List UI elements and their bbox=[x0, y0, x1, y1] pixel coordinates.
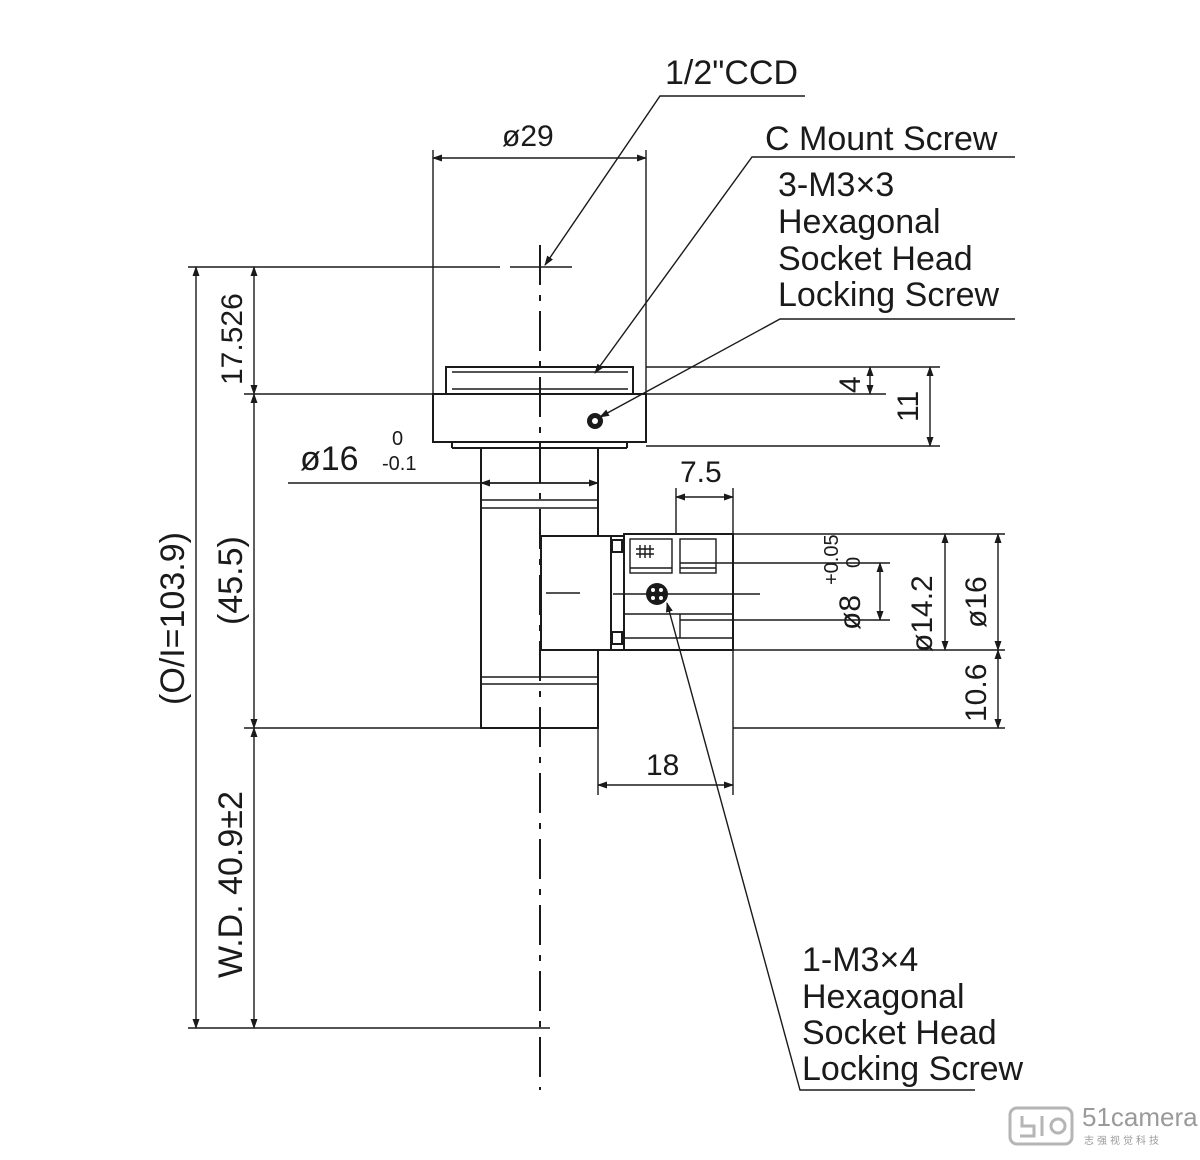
dim-dia8-tol-lower: 0 bbox=[843, 557, 865, 568]
dim-dia16-port: ø16 bbox=[960, 576, 993, 628]
sensor-format-label: 1/2"CCD bbox=[665, 54, 798, 92]
leader-lines bbox=[544, 95, 1015, 1091]
dim-4: 4 bbox=[834, 376, 867, 393]
dim-dia8: ø8 bbox=[834, 595, 867, 630]
svg-text:Socket Head: Socket Head bbox=[802, 1014, 997, 1052]
extension-lines bbox=[188, 150, 1005, 1029]
dim-17-526: 17.526 bbox=[216, 293, 249, 385]
svg-text:Hexagonal: Hexagonal bbox=[802, 978, 965, 1016]
lens-body bbox=[432, 366, 734, 729]
dimension-lines bbox=[192, 154, 1002, 1029]
top-locking-screw bbox=[587, 413, 603, 429]
dim-dia8-tol-upper: +0.05 bbox=[821, 534, 843, 585]
dim-oi: (O/I=103.9) bbox=[154, 532, 192, 705]
dim-dia29: ø29 bbox=[502, 120, 554, 153]
bottom-screw-note: 1-M3×4 Hexagonal Socket Head Locking Scr… bbox=[802, 941, 1024, 1088]
dim-tol-lower: -0.1 bbox=[382, 453, 416, 475]
dim-10-6: 10.6 bbox=[960, 664, 993, 722]
dim-11: 11 bbox=[892, 391, 925, 422]
svg-text:Socket Head: Socket Head bbox=[778, 240, 973, 278]
svg-text:Hexagonal: Hexagonal bbox=[778, 203, 941, 241]
top-screw-note: 3-M3×3 Hexagonal Socket Head Locking Scr… bbox=[778, 166, 1000, 314]
svg-text:Locking Screw: Locking Screw bbox=[802, 1050, 1024, 1088]
svg-text:3-M3×3: 3-M3×3 bbox=[778, 166, 894, 204]
dim-18: 18 bbox=[646, 749, 679, 782]
dim-tol-upper: 0 bbox=[392, 428, 403, 450]
c-mount-screw-label: C Mount Screw bbox=[765, 120, 998, 158]
svg-text:51camera: 51camera bbox=[1082, 1102, 1198, 1132]
dim-wd: W.D. 40.9±2 bbox=[212, 791, 250, 978]
dim-7-5: 7.5 bbox=[680, 456, 722, 489]
dim-dia16-body: ø16 bbox=[300, 440, 359, 478]
svg-text:Locking Screw: Locking Screw bbox=[778, 276, 1000, 314]
watermark-logo: 51camera 志强视觉科技 bbox=[1008, 1102, 1198, 1147]
svg-text:志强视觉科技: 志强视觉科技 bbox=[1084, 1134, 1162, 1147]
svg-text:1-M3×4: 1-M3×4 bbox=[802, 941, 918, 979]
dim-dia14-2: ø14.2 bbox=[906, 575, 939, 652]
dim-45-5: (45.5) bbox=[212, 536, 250, 625]
